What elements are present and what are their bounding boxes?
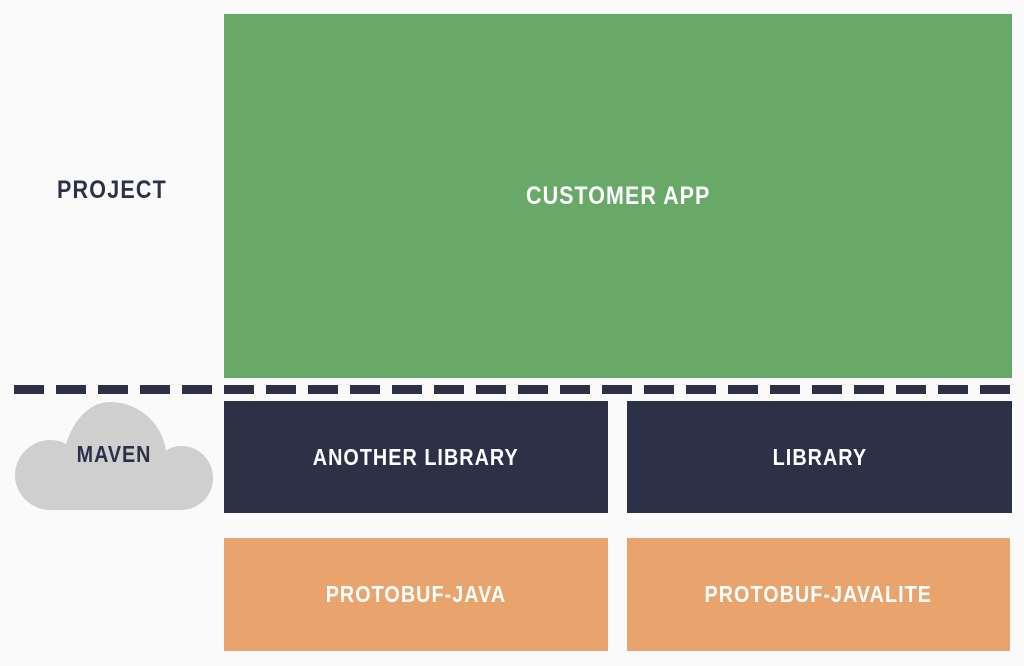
divider-dash [392, 385, 422, 394]
divider-dash [434, 385, 464, 394]
divider-dash [938, 385, 968, 394]
divider-dash [140, 385, 170, 394]
block-protobuf-javalite-label: PROTOBUF-JAVALITE [704, 581, 933, 607]
divider-dash [308, 385, 338, 394]
divider-dash [728, 385, 758, 394]
cloud-icon [14, 398, 214, 522]
block-customer-app[interactable]: CUSTOMER APP [224, 14, 1012, 378]
divider-dash [770, 385, 800, 394]
block-protobuf-javalite[interactable]: PROTOBUF-JAVALITE [627, 538, 1010, 651]
block-another-library[interactable]: ANOTHER LIBRARY [224, 401, 608, 513]
block-library-label: LIBRARY [772, 443, 867, 470]
divider-dash [686, 385, 716, 394]
divider-dash [224, 385, 254, 394]
block-another-library-label: ANOTHER LIBRARY [313, 443, 519, 470]
block-library[interactable]: LIBRARY [627, 401, 1012, 513]
divider-dash [812, 385, 842, 394]
divider-dash [644, 385, 674, 394]
block-protobuf-java[interactable]: PROTOBUF-JAVA [224, 538, 608, 651]
divider-dash [518, 385, 548, 394]
divider-dash [980, 385, 1010, 394]
divider-dash [560, 385, 590, 394]
layer-divider-dashed [14, 385, 1010, 394]
divider-dash [14, 385, 44, 394]
divider-dash [476, 385, 506, 394]
project-layer-label: PROJECT [57, 176, 167, 204]
block-protobuf-java-label: PROTOBUF-JAVA [325, 581, 507, 607]
divider-dash [56, 385, 86, 394]
divider-dash [182, 385, 212, 394]
divider-dash [98, 385, 128, 394]
divider-dash [854, 385, 884, 394]
divider-dash [896, 385, 926, 394]
divider-dash [602, 385, 632, 394]
divider-dash [266, 385, 296, 394]
divider-dash [350, 385, 380, 394]
block-customer-app-label: CUSTOMER APP [525, 181, 711, 210]
